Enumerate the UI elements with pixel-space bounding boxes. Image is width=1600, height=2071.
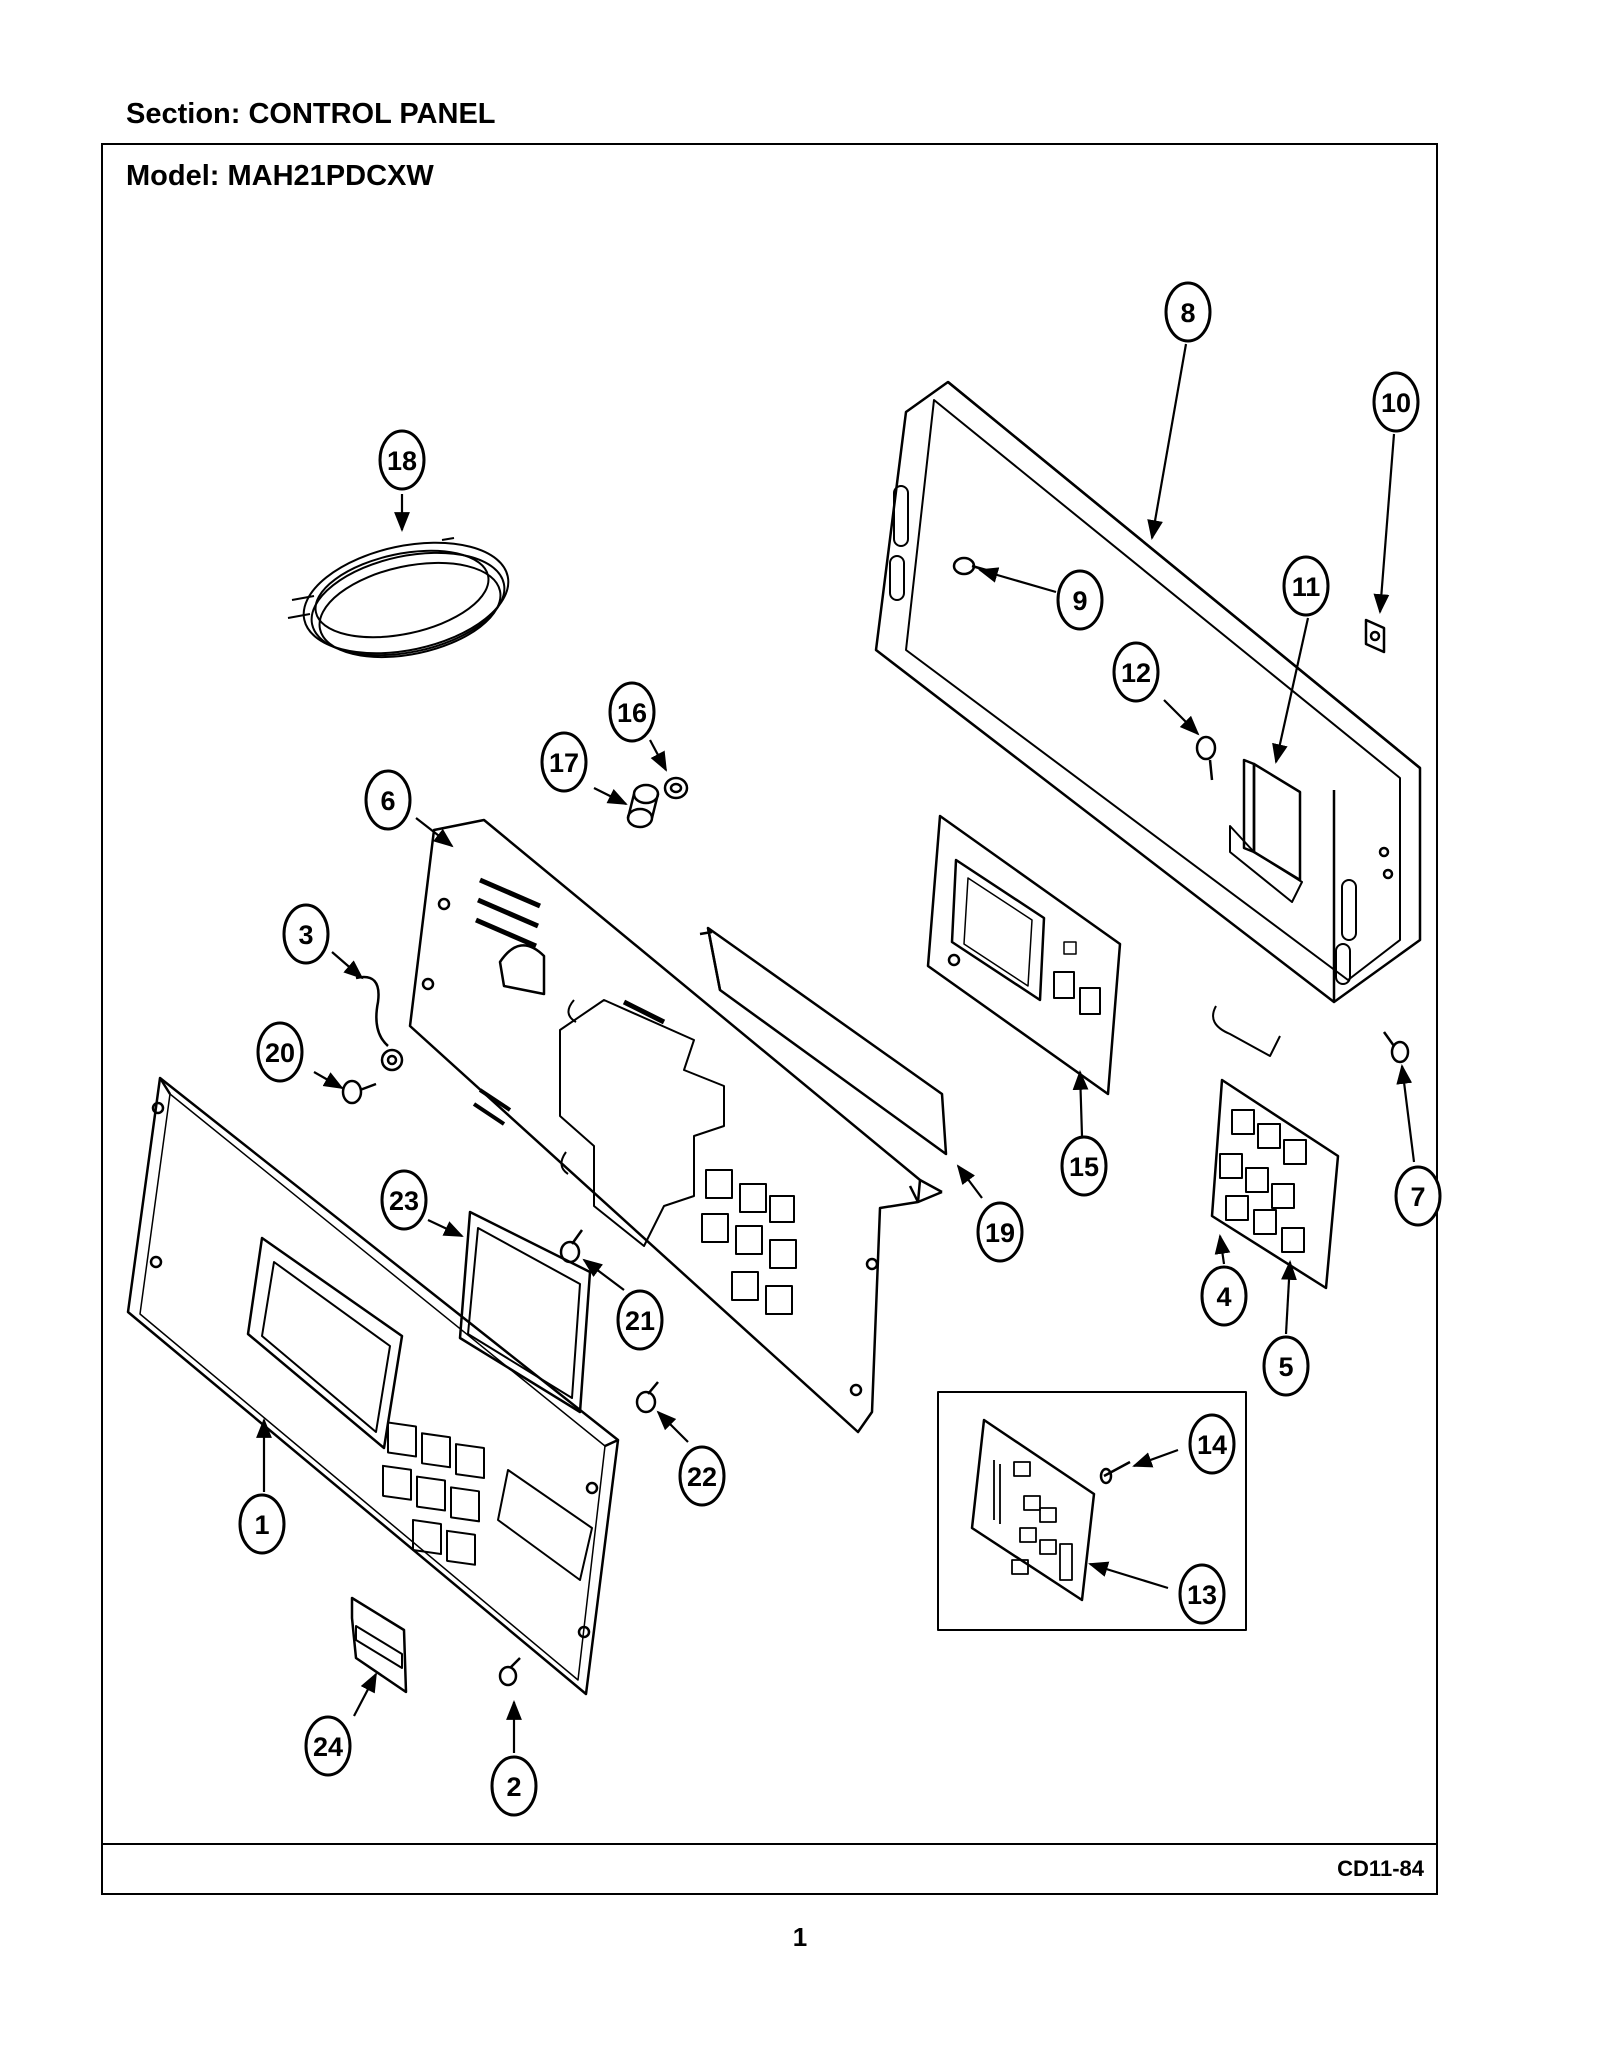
- callout-label: 12: [1121, 658, 1151, 688]
- callout-5: 5: [1262, 1335, 1310, 1397]
- callout-label: 20: [265, 1038, 295, 1068]
- callout-13: 13: [1178, 1563, 1226, 1625]
- keypad-board: [1210, 1005, 1340, 1290]
- callout-label: 5: [1278, 1352, 1293, 1382]
- callout-21: 21: [616, 1289, 664, 1351]
- callout-22: 22: [678, 1445, 726, 1507]
- callout-label: 17: [549, 748, 579, 778]
- callout-7: 7: [1394, 1165, 1442, 1227]
- callout-label: 11: [1292, 572, 1321, 602]
- callout-2: 2: [490, 1755, 538, 1817]
- callout-label: 6: [380, 786, 395, 816]
- callout-label: 8: [1180, 298, 1195, 328]
- callout-label: 7: [1410, 1182, 1425, 1212]
- callout-8: 8: [1164, 281, 1212, 343]
- callout-label: 19: [985, 1218, 1015, 1248]
- callout-label: 14: [1197, 1430, 1227, 1460]
- callout-10: 10: [1372, 371, 1420, 433]
- callout-label: 18: [387, 446, 417, 476]
- callout-14: 14: [1188, 1413, 1236, 1475]
- callout-17: 17: [540, 731, 588, 793]
- callout-4: 4: [1200, 1265, 1248, 1327]
- diagram-frame: [101, 143, 1438, 1895]
- callout-label: 15: [1069, 1152, 1099, 1182]
- callout-23: 23: [380, 1169, 428, 1231]
- page-number: 1: [792, 1922, 808, 1952]
- section-title: Section: CONTROL PANEL: [126, 98, 496, 130]
- front-fascia-panel: [126, 1076, 620, 1696]
- callout-label: 4: [1216, 1282, 1231, 1312]
- callout-label: 10: [1381, 388, 1411, 418]
- callout-24: 24: [304, 1715, 352, 1777]
- display-lens: [458, 1210, 592, 1414]
- callout-label: 1: [254, 1510, 269, 1540]
- callout-label: 3: [298, 920, 313, 950]
- callout-label: 13: [1187, 1580, 1217, 1610]
- callout-label: 24: [313, 1732, 343, 1762]
- callout-16: 16: [608, 681, 656, 743]
- callout-1: 1: [238, 1493, 286, 1555]
- callout-20: 20: [256, 1021, 304, 1083]
- trim-strip: [699, 926, 948, 1156]
- callout-label: 21: [625, 1306, 655, 1336]
- callout-15: 15: [1060, 1135, 1108, 1197]
- wire-harness: [287, 537, 510, 659]
- model-title: Model: MAH21PDCXW: [126, 160, 434, 192]
- callout-label: 16: [617, 698, 647, 728]
- callout-3: 3: [282, 903, 330, 965]
- leader-lines: [256, 343, 1416, 1753]
- callout-6: 6: [364, 769, 412, 831]
- callout-label: 9: [1072, 586, 1087, 616]
- fasteners: [341, 556, 1410, 1694]
- footer-divider: [101, 1843, 1438, 1845]
- callout-11: 11: [1282, 555, 1330, 617]
- relay-component: [1229, 758, 1303, 903]
- callout-9: 9: [1056, 569, 1104, 631]
- inset-detail-box: [937, 1391, 1247, 1631]
- rear-housing: [874, 380, 1422, 1004]
- callout-18: 18: [378, 429, 426, 491]
- callout-12: 12: [1112, 641, 1160, 703]
- callout-19: 19: [976, 1201, 1024, 1263]
- control-backplate: [408, 818, 943, 1434]
- ground-wire: [355, 975, 404, 1072]
- callout-label: 23: [389, 1186, 419, 1216]
- callout-label: 2: [506, 1772, 521, 1802]
- callout-label: 22: [687, 1462, 717, 1492]
- document-code: CD11-84: [1337, 1856, 1424, 1881]
- display-circuit-board: [926, 814, 1122, 1096]
